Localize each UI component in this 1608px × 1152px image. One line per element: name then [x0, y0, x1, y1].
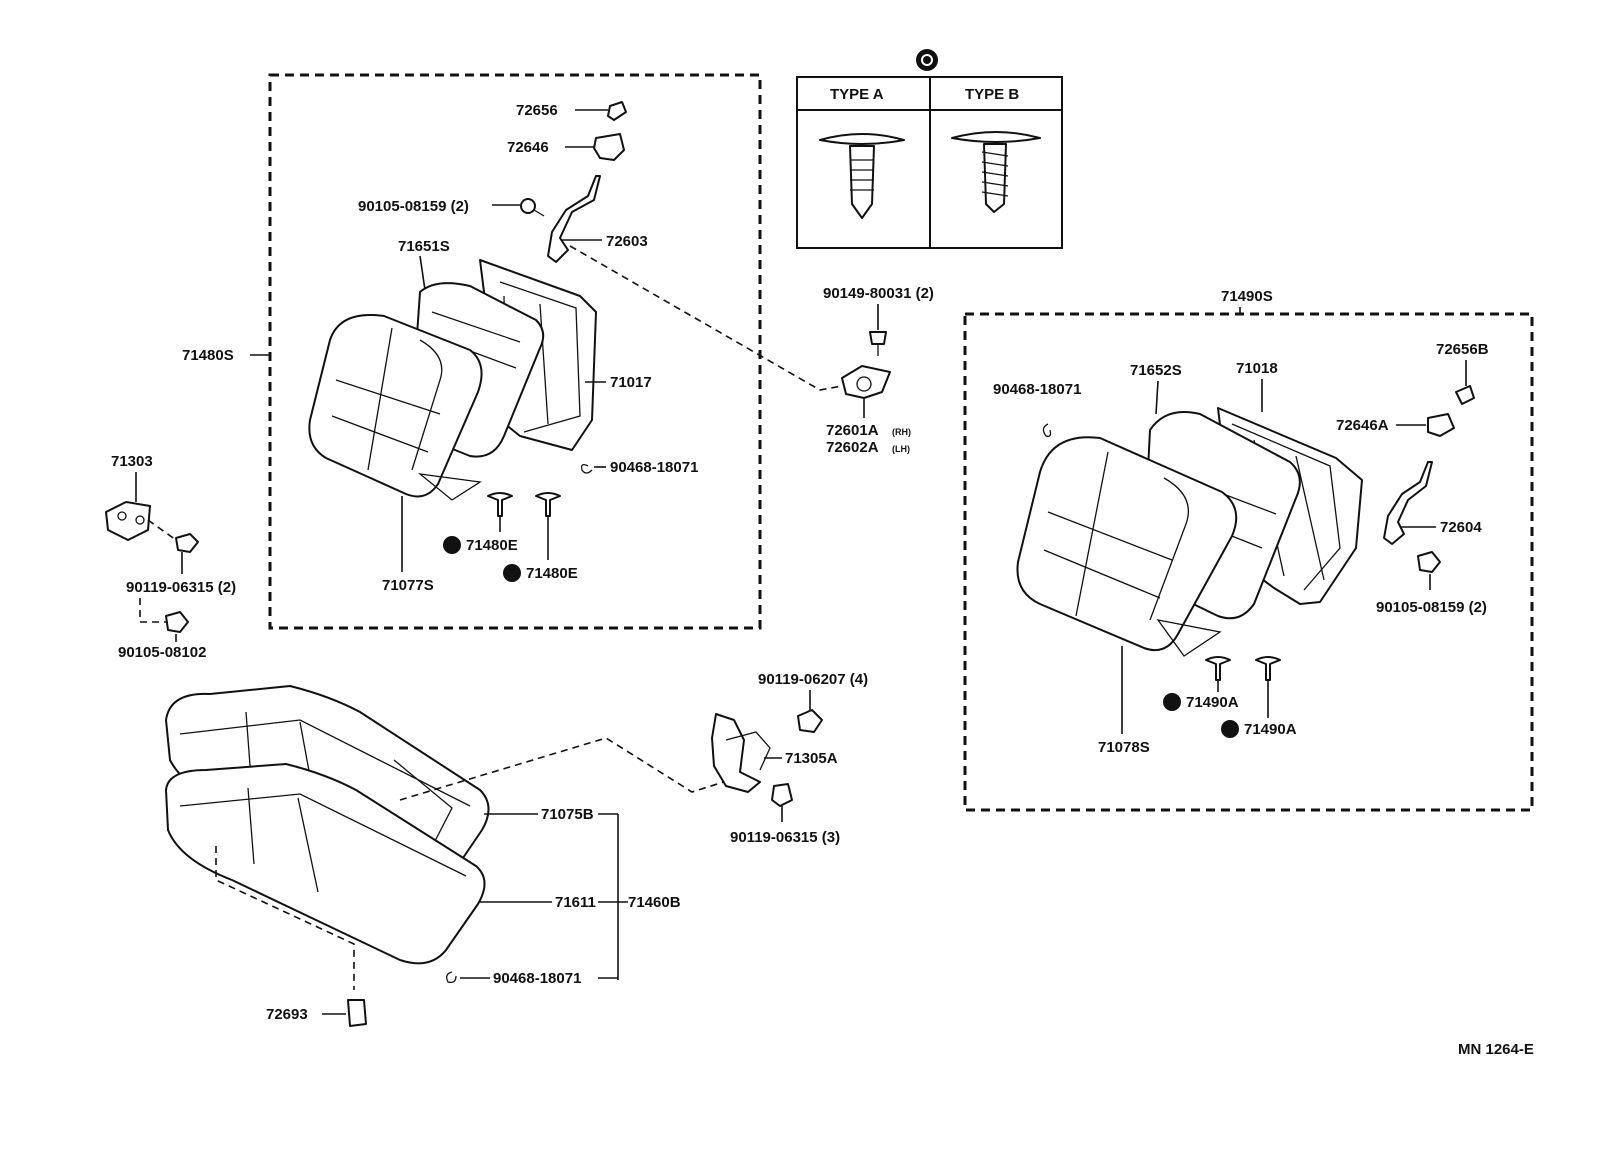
legend-header-type-b: TYPE B [965, 86, 1019, 103]
clip-71480e-2-part [535, 492, 561, 517]
clip-72656b-part [1455, 385, 1475, 405]
assembly-box-71480s [268, 73, 762, 630]
mark-71490a-1 [1163, 693, 1181, 711]
striker-72604-part [1383, 461, 1433, 545]
leader-cushion-to-72693 [215, 846, 355, 990]
bolt-90119-06207-part [797, 709, 823, 733]
label-71303: 71303 [111, 453, 153, 470]
mark-71480e-2 [503, 564, 521, 582]
label-71305a: 71305A [785, 750, 838, 767]
label-90149-80031: 90149-80031 (2) [823, 285, 934, 302]
label-72602a: 72602A [826, 439, 879, 456]
label-71490s: 71490S [1221, 288, 1273, 305]
label-71651s: 71651S [398, 238, 450, 255]
bolt-90149-80031-part [869, 331, 887, 345]
bolt-90105-08159-part [520, 198, 536, 214]
lock-72601a-part [841, 365, 891, 399]
cover-72646-part [593, 133, 625, 161]
label-71490a-2: 71490A [1244, 721, 1297, 738]
label-71077s: 71077S [382, 577, 434, 594]
label-71018: 71018 [1236, 360, 1278, 377]
label-72603: 72603 [606, 233, 648, 250]
legend-header-type-a: TYPE A [830, 86, 884, 103]
label-90105-08159-right: 90105-08159 (2) [1376, 599, 1487, 616]
clip-type-b-icon [951, 131, 1041, 143]
cover-71078s-part [1016, 436, 1238, 652]
label-71078s: 71078S [1098, 739, 1150, 756]
mark-71480e-1 [443, 536, 461, 554]
label-72604: 72604 [1440, 519, 1482, 536]
hinge-71305a-part [711, 713, 761, 793]
label-72646: 72646 [507, 139, 549, 156]
label-71490a-1: 71490A [1186, 694, 1239, 711]
hook-90468-18071-b-part [1042, 423, 1052, 438]
label-90468-18071-b: 90468-18071 [993, 381, 1081, 398]
label-72656b: 72656B [1436, 341, 1489, 358]
hook-72693-part [347, 999, 367, 1027]
label-71480s: 71480S [182, 347, 234, 364]
clip-71490a-1-part [1205, 656, 1231, 681]
label-71075b: 71075B [541, 806, 594, 823]
label-90105-08159-left: 90105-08159 (2) [358, 198, 469, 215]
hook-90468-18071-c-part [446, 971, 457, 984]
label-72601a-side: (RH) [892, 427, 911, 437]
clip-71480e-1-part [487, 492, 513, 517]
striker-72603-part [547, 175, 601, 263]
clip-type-a-icon [819, 133, 905, 145]
hook-90468-18071-a-part [580, 464, 593, 474]
cover-72646a-part [1427, 413, 1455, 437]
label-90119-06315-2: 90119-06315 (2) [126, 579, 236, 596]
bolt-90119-06315-2-part [175, 533, 199, 553]
label-90468-18071-c: 90468-18071 [493, 970, 581, 987]
leader-72603-to-lock [569, 245, 843, 391]
diagram-code: MN 1264-E [1458, 1041, 1534, 1058]
label-72602a-side: (LH) [892, 444, 910, 454]
mark-71490a-2 [1221, 720, 1239, 738]
assembly-box-71490s [963, 312, 1534, 812]
label-71652s: 71652S [1130, 362, 1182, 379]
bolt-90105-08159-right-part [1417, 551, 1441, 573]
label-72693: 72693 [266, 1006, 308, 1023]
pad-71611-part [165, 763, 486, 965]
label-72646a: 72646A [1336, 417, 1389, 434]
hinge-71303-part [105, 501, 151, 541]
label-71480e-2: 71480E [526, 565, 578, 582]
label-72656: 72656 [516, 102, 558, 119]
bolt-90119-06315-3-part [771, 783, 793, 807]
label-71017: 71017 [610, 374, 652, 391]
label-90105-08102: 90105-08102 [118, 644, 206, 661]
cover-71077s-part [308, 314, 483, 498]
label-71460b: 71460B [628, 894, 681, 911]
label-90119-06315-3: 90119-06315 (3) [730, 829, 840, 846]
clip-71490a-2-part [1255, 656, 1281, 681]
label-90119-06207: 90119-06207 (4) [758, 671, 868, 688]
clip-72656-part [607, 101, 627, 121]
label-71480e-1: 71480E [466, 537, 518, 554]
label-71611: 71611 [555, 894, 596, 911]
leader-cushion-to-71305a [399, 737, 731, 801]
label-90468-18071-a: 90468-18071 [610, 459, 698, 476]
bolt-90105-08102-part [165, 611, 189, 633]
label-72601a: 72601A [826, 422, 879, 439]
